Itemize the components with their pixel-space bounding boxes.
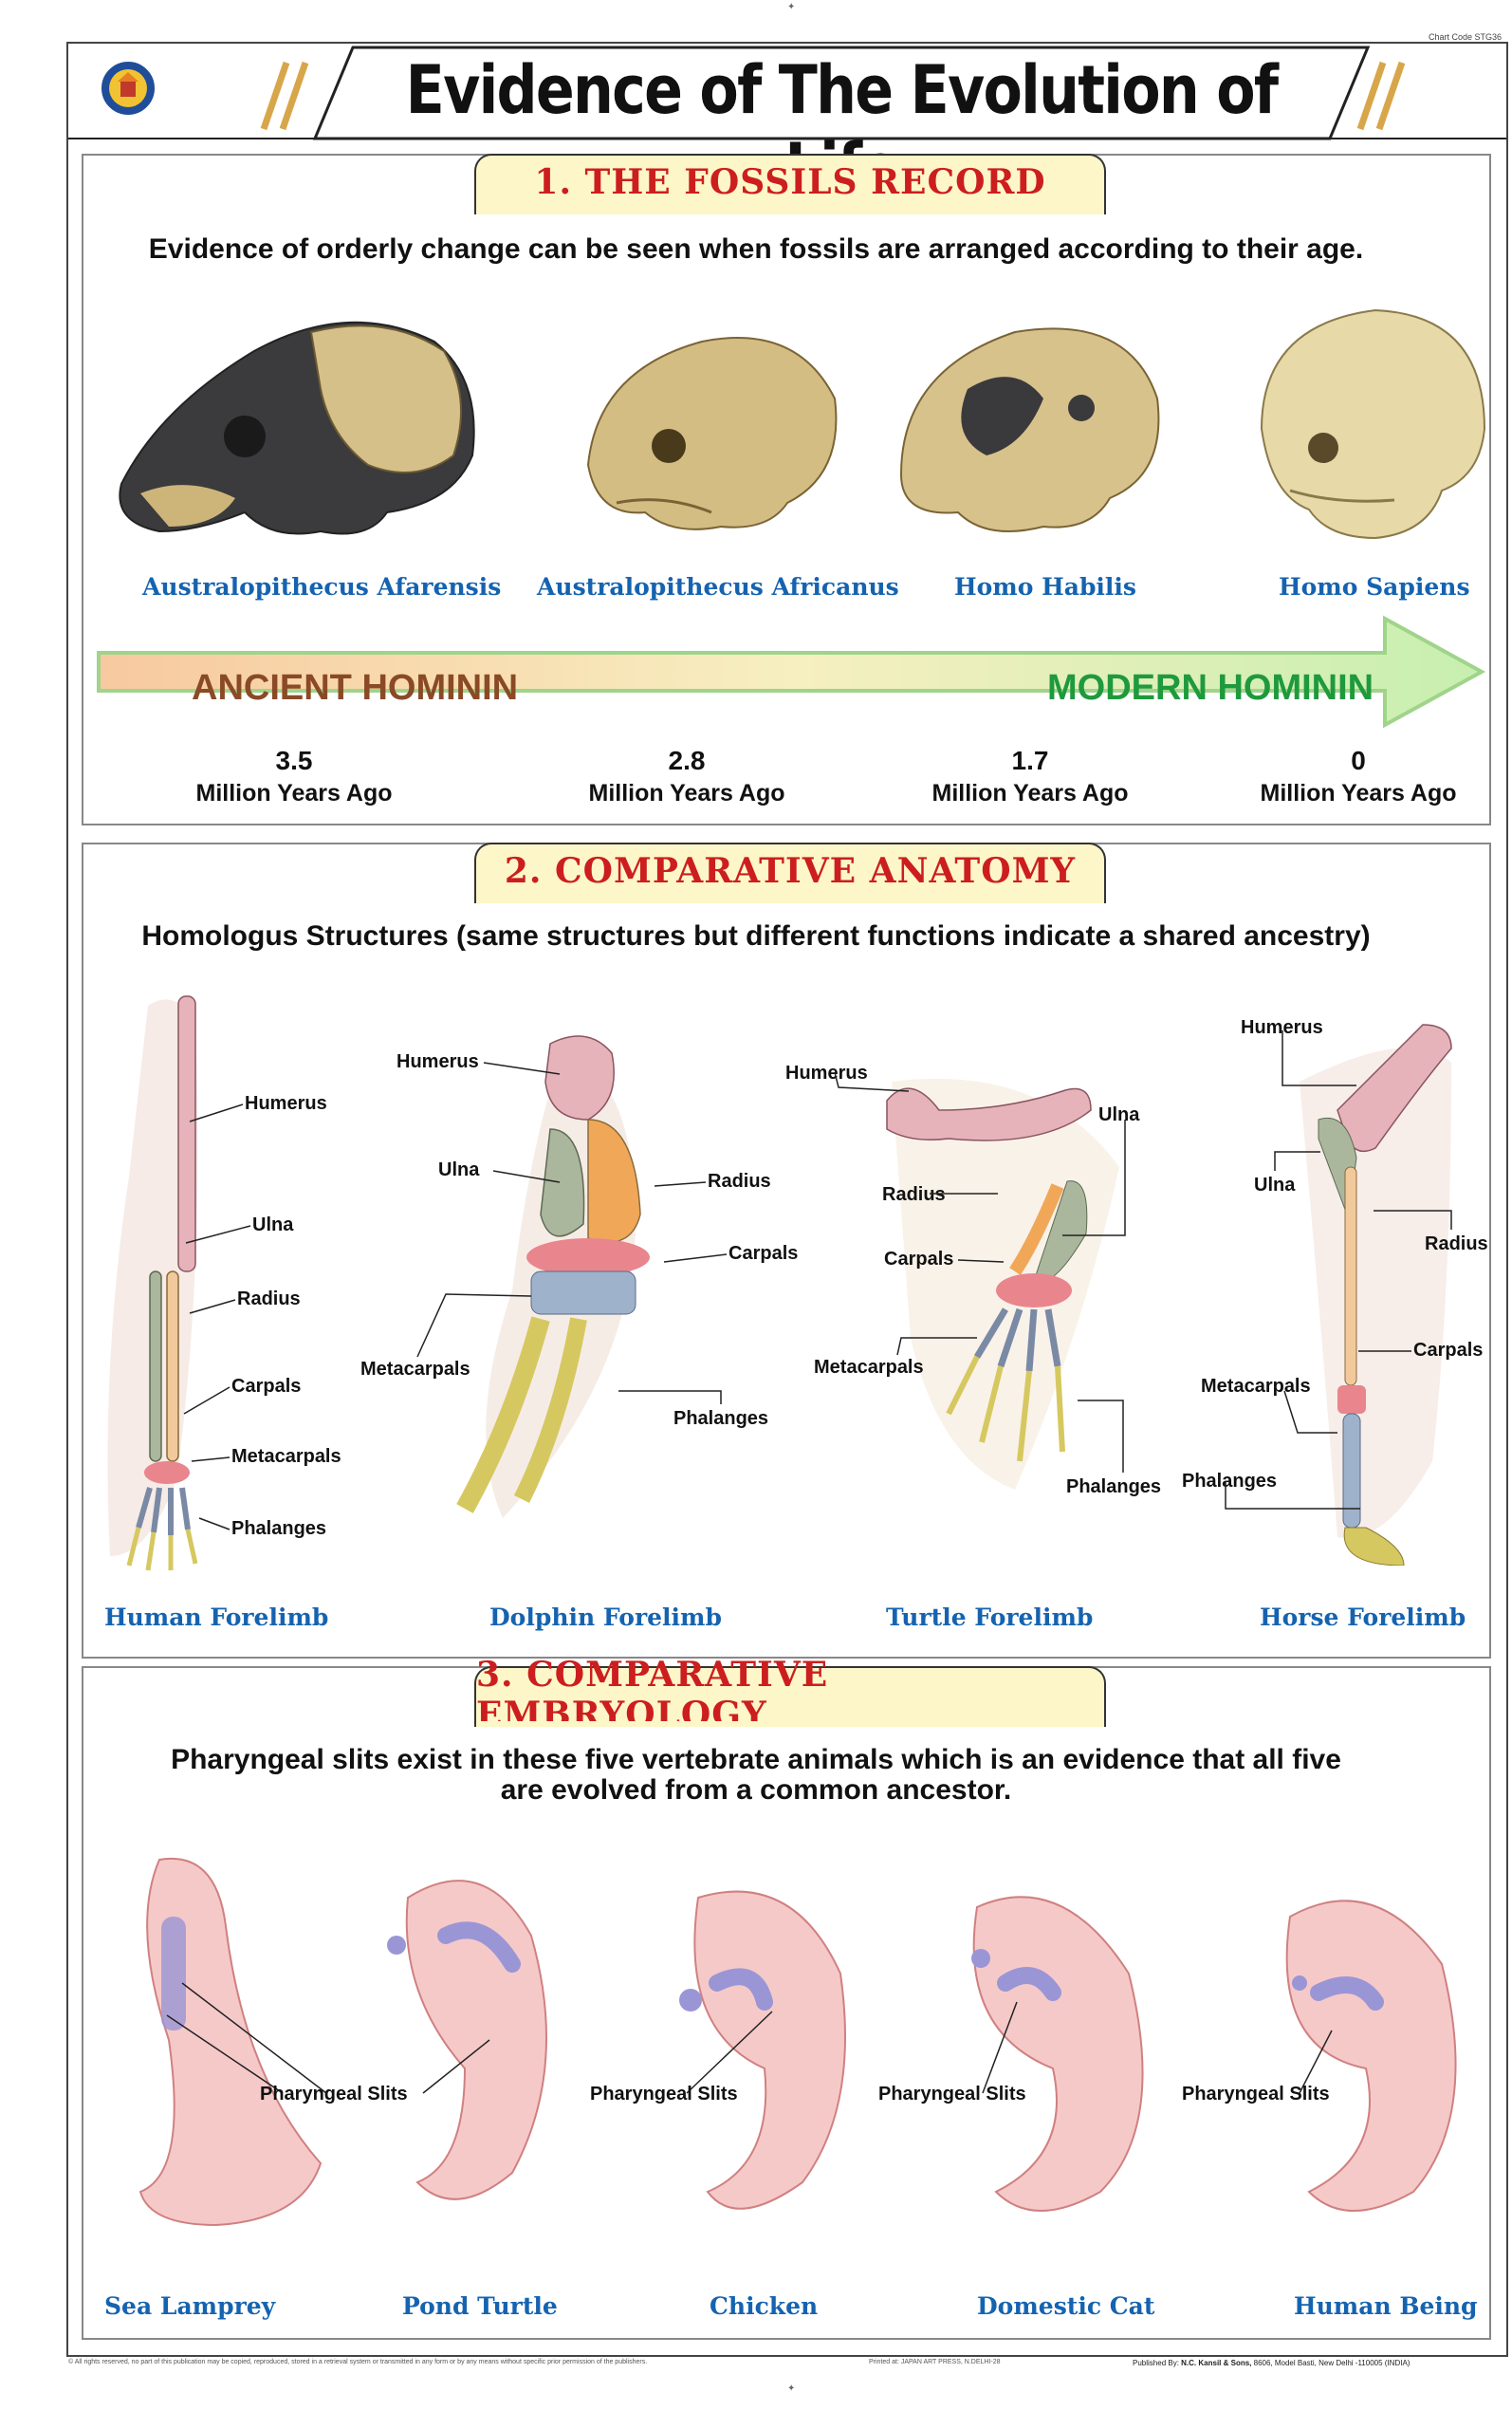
horse-phalanges-label: Phalanges: [1182, 1471, 1278, 1492]
animal-caption-human-being: Human Being: [1294, 2292, 1478, 2320]
unit-sapiens: Million Years Ago: [1260, 780, 1457, 807]
embryo-sea-lamprey: [102, 1850, 330, 2234]
poster-frame: [66, 42, 1508, 2357]
dolphin-forelimb-illustration: [446, 1025, 692, 1542]
header-graphic: [68, 46, 1506, 140]
timeline-arrow: [95, 615, 1489, 733]
modern-hominin-label: MODERN HOMININ: [1047, 668, 1374, 708]
slit-label-cat: Pharyngeal Slits: [1182, 2084, 1330, 2105]
years-afarensis: 3.5: [275, 746, 313, 775]
horse-radius-label: Radius: [1425, 1233, 1488, 1254]
species-name-habilis: Homo Habilis: [954, 573, 1136, 601]
embryo-domestic-cat: [949, 1879, 1167, 2234]
embryo-pond-turtle: [370, 1860, 569, 2234]
skull-africanus: [560, 313, 844, 546]
dolphin-humerus-label: Humerus: [396, 1051, 479, 1072]
dolphin-phalanges-label: Phalanges: [673, 1408, 769, 1429]
unit-habilis: Million Years Ago: [931, 780, 1129, 807]
dolphin-ulna-label: Ulna: [438, 1159, 480, 1180]
dolphin-carpals-label: Carpals: [728, 1243, 799, 1264]
anatomy-heading: 2. COMPARATIVE ANATOMY: [474, 843, 1106, 903]
skull-habilis: [882, 304, 1167, 555]
slit-label-chicken: Pharyngeal Slits: [878, 2084, 1026, 2105]
years-africanus: 2.8: [668, 746, 706, 775]
footer-rights: © All rights reserved, no part of this p…: [68, 2359, 648, 2365]
turtle-forelimb-illustration: [873, 1053, 1157, 1532]
animal-caption-pond-turtle: Pond Turtle: [402, 2292, 558, 2320]
registration-mark-bottom: ✦: [787, 2383, 796, 2394]
human-metacarpals-label: Metacarpals: [231, 1446, 341, 1467]
slit-label-turtle: Pharyngeal Slits: [590, 2084, 738, 2105]
slit-label-lamprey: Pharyngeal Slits: [260, 2084, 408, 2105]
human-ulna-label: Ulna: [252, 1214, 294, 1235]
animal-caption-domestic-cat: Domestic Cat: [977, 2292, 1155, 2320]
horse-forelimb-illustration: [1262, 1006, 1489, 1570]
animal-caption-chicken: Chicken: [710, 2292, 819, 2320]
embryo-human-being: [1262, 1879, 1480, 2234]
unit-afarensis: Million Years Ago: [195, 780, 393, 807]
footer-publisher: Published By: N.C. Kansil & Sons, 8606, …: [1133, 2359, 1410, 2367]
fossils-heading: 1. THE FOSSILS RECORD: [474, 154, 1106, 214]
species-name-afarensis: Australopithecus Afarensis: [142, 573, 502, 601]
horse-metacarpals-label: Metacarpals: [1201, 1376, 1311, 1397]
turtle-humerus-label: Humerus: [785, 1063, 868, 1084]
species-name-sapiens: Homo Sapiens: [1279, 573, 1470, 601]
dolphin-metacarpals-label: Metacarpals: [360, 1359, 470, 1380]
registration-mark-top: ✦: [787, 2, 796, 12]
human-carpals-label: Carpals: [231, 1376, 302, 1397]
fossils-subtitle: Evidence of orderly change can be seen w…: [148, 233, 1364, 265]
footer-address: 8606, Model Basti, New Delhi -110005 (IN…: [1253, 2359, 1411, 2367]
ancient-hominin-label: ANCIENT HOMININ: [192, 668, 519, 708]
chart-code: Chart Code STG36: [1429, 32, 1503, 42]
embryology-subtitle-line1: Pharyngeal slits exist in these five ver…: [171, 1744, 1341, 1775]
footer-publisher-prefix: Published By:: [1133, 2359, 1179, 2367]
human-humerus-label: Humerus: [245, 1093, 327, 1114]
years-sapiens: 0: [1351, 746, 1366, 775]
dolphin-radius-label: Radius: [708, 1171, 771, 1192]
turtle-metacarpals-label: Metacarpals: [814, 1357, 924, 1378]
horse-humerus-label: Humerus: [1241, 1017, 1323, 1038]
horse-ulna-label: Ulna: [1254, 1175, 1296, 1196]
human-forelimb-caption: Human Forelimb: [104, 1604, 329, 1631]
years-habilis: 1.7: [1011, 746, 1049, 775]
footer-printed: Printed at: JAPAN ART PRESS, N.DELHI-28: [869, 2359, 1001, 2365]
embryology-subtitle-line2: are evolved from a common ancestor.: [500, 1774, 1012, 1806]
human-forelimb-illustration: [91, 987, 262, 1580]
publisher-logo: [99, 59, 157, 118]
embryo-chicken: [660, 1879, 859, 2234]
dolphin-forelimb-caption: Dolphin Forelimb: [489, 1604, 722, 1631]
skull-afarensis: [102, 294, 491, 555]
human-phalanges-label: Phalanges: [231, 1518, 327, 1539]
turtle-ulna-label: Ulna: [1098, 1104, 1140, 1125]
horse-forelimb-caption: Horse Forelimb: [1260, 1604, 1466, 1631]
turtle-radius-label: Radius: [882, 1184, 946, 1205]
turtle-forelimb-caption: Turtle Forelimb: [886, 1604, 1094, 1631]
unit-africanus: Million Years Ago: [588, 780, 785, 807]
human-radius-label: Radius: [237, 1289, 301, 1309]
turtle-carpals-label: Carpals: [884, 1249, 954, 1270]
animal-caption-sea-lamprey: Sea Lamprey: [104, 2292, 276, 2320]
turtle-phalanges-label: Phalanges: [1066, 1476, 1162, 1497]
skull-sapiens: [1233, 296, 1499, 557]
horse-carpals-label: Carpals: [1413, 1340, 1484, 1361]
footer-publisher-name: N.C. Kansil & Sons,: [1181, 2359, 1252, 2367]
anatomy-subtitle: Homologus Structures (same structures bu…: [141, 920, 1371, 952]
anatomy-section: [82, 843, 1491, 1659]
species-name-africanus: Australopithecus Africanus: [537, 573, 899, 601]
